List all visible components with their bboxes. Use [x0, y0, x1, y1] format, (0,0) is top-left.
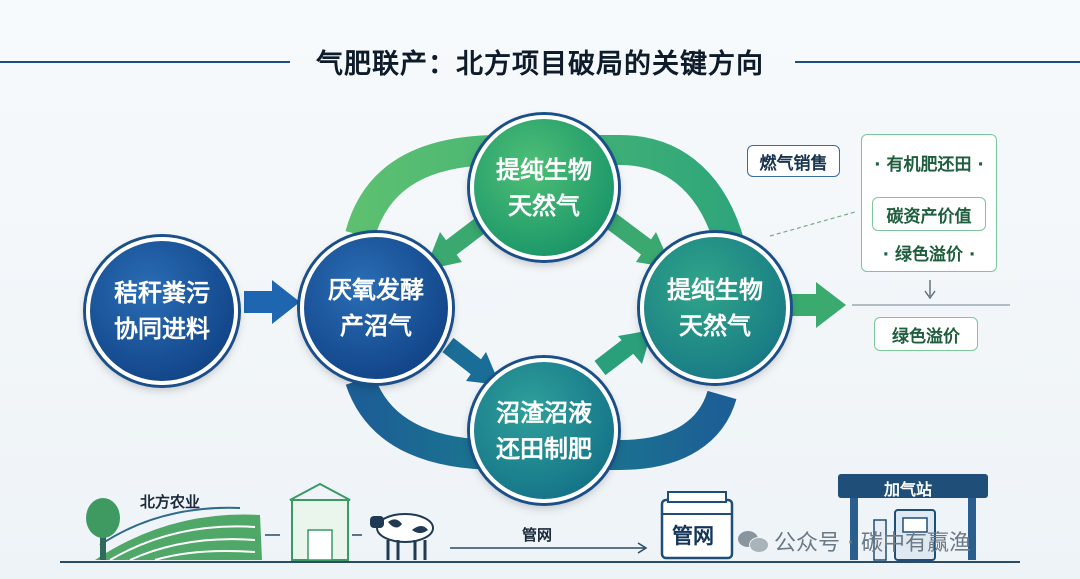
title-rule-right [795, 61, 1080, 63]
gas-tank-icon [660, 491, 734, 560]
carbon-asset-box: 碳资产价值 [872, 197, 986, 231]
pipeline-box-label: 管网 [672, 524, 714, 548]
watermark: 公众号 · 碳中有赢渔 [738, 525, 971, 557]
wechat-icon [738, 529, 769, 553]
node-feed: 秸秆粪污 协同进料 [86, 237, 238, 385]
green-premium-box: 绿色溢价 [874, 317, 978, 351]
bottom-to-right-arrowhead [618, 330, 652, 364]
gas-sales-label: 燃气销售 [759, 153, 828, 174]
farm-label: 北方农业 [140, 493, 201, 511]
node-digest-label: 厌氧发酵 产沼气 [328, 276, 424, 340]
title-rule-left [0, 61, 290, 63]
top-to-right-arrow [604, 212, 656, 258]
green-premium-label: 绿色溢价 [892, 326, 960, 347]
digest-to-bottom-arrowhead [466, 352, 500, 385]
node-feed-label: 秸秆粪污 协同进料 [114, 279, 210, 343]
watermark-text: 公众号 · 碳中有赢渔 [774, 531, 971, 556]
pipeline-label: 管网 [522, 526, 553, 544]
station-label: 加气站 [884, 480, 933, 499]
node-right-gas: 提纯生物 天然气 [640, 233, 790, 383]
right-to-output-arrow-body [790, 294, 818, 316]
page-title: 气肥联产：北方项目破局的关键方向 [316, 49, 764, 80]
feed-to-digest-arrow-body [244, 291, 274, 313]
right-to-output-arrowhead [816, 282, 846, 328]
barn-icon [289, 482, 351, 561]
gas-station-icon [838, 474, 988, 561]
node-bottom-residue-label: 沼渣沼液 还田制肥 [496, 398, 592, 463]
node-top-gas: 提纯生物 天然气 [470, 115, 618, 260]
dashed-connector [769, 211, 856, 237]
down-arrow-head [924, 290, 936, 300]
node-top-gas-label: 提纯生物 天然气 [496, 155, 592, 220]
digest-to-bottom-arrow [442, 337, 486, 378]
feed-to-digest-arrowhead [272, 280, 300, 324]
farm-field [95, 514, 262, 560]
tree-icon [86, 498, 120, 560]
node-bottom-residue: 沼渣沼液 还田制肥 [470, 358, 618, 503]
organic-fertilizer-label: · 有机肥还田 · [874, 155, 984, 175]
node-right-gas-label: 提纯生物 天然气 [667, 276, 763, 340]
node-digest: 厌氧发酵 产沼气 [300, 233, 452, 383]
cow-icon [370, 513, 434, 560]
carbon-asset-label: 碳资产价值 [886, 206, 972, 227]
green-premium-inner-label: · 绿色溢价 · [882, 245, 976, 265]
bottom-to-right-arrow [594, 337, 636, 376]
gas-sales-box: 燃气销售 [747, 145, 840, 177]
